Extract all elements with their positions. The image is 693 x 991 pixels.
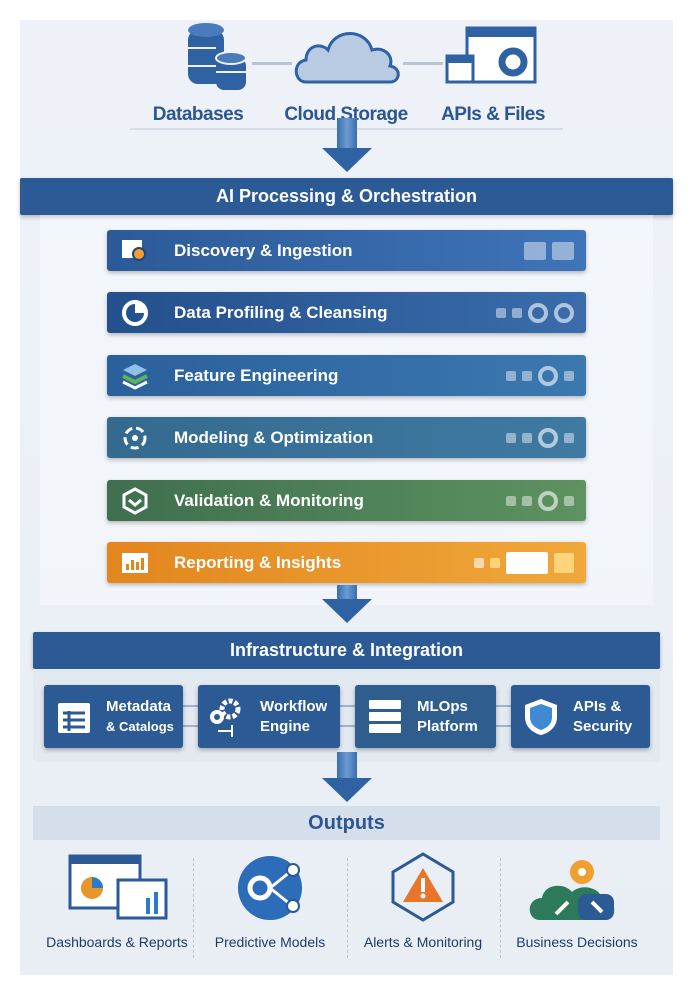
step-label: Data Profiling & Cleansing <box>174 303 388 322</box>
source-label: APIs & Files <box>441 104 545 125</box>
infra-apis-security: APIs & Security <box>511 685 650 748</box>
processing-area <box>40 215 653 605</box>
output-label: Predictive Models <box>214 934 326 950</box>
search-document-icon <box>122 240 146 261</box>
infra-label-line1: Metadata <box>106 698 172 715</box>
network-decoration <box>506 363 574 388</box>
dashboard-icon <box>68 854 168 920</box>
flow-arrow <box>322 752 372 802</box>
infra-label-line2: Security <box>573 718 633 735</box>
infra-label-line1: Workflow <box>260 698 328 715</box>
pie-chart-icon <box>122 300 148 326</box>
chevrons-decoration <box>524 238 574 263</box>
connector-line <box>180 705 520 707</box>
step-label: Reporting & Insights <box>174 553 342 572</box>
shield-icon <box>525 699 557 735</box>
step-validation-monitoring: Validation & Monitoring <box>107 480 586 521</box>
magnifier-decoration <box>506 488 574 513</box>
step-label: Validation & Monitoring <box>174 491 364 510</box>
chart-decoration <box>474 550 574 575</box>
layers-icon <box>122 364 148 390</box>
output-business-decisions: Business Decisions <box>502 850 652 950</box>
database-icon <box>188 23 247 90</box>
step-modeling-optimization: Modeling & Optimization <box>107 417 586 458</box>
gears-decoration <box>506 425 574 450</box>
infrastructure-header: Infrastructure & Integration <box>33 632 660 669</box>
source-databases: Databases <box>128 20 268 125</box>
cloud-icon <box>294 32 400 84</box>
infra-label-line1: APIs & <box>573 698 622 715</box>
connector-line <box>252 62 292 65</box>
cycle-icon <box>123 426 147 450</box>
step-label: Feature Engineering <box>174 366 339 385</box>
divider <box>347 858 348 958</box>
flow-arrow <box>322 118 372 172</box>
infra-metadata-catalogs: Metadata & Catalogs <box>44 685 183 748</box>
output-label: Alerts & Monitoring <box>363 934 483 950</box>
server-icon <box>369 700 401 733</box>
source-cloud-storage: Cloud Storage <box>276 20 416 125</box>
output-label: Business Decisions <box>516 934 638 950</box>
folder-table-icon <box>58 703 90 733</box>
infra-label-line2: Platform <box>417 718 478 735</box>
predictive-model-icon <box>238 856 302 920</box>
output-alerts-monitoring: Alerts & Monitoring <box>348 850 498 950</box>
step-data-profiling: Data Profiling & Cleansing <box>107 292 586 333</box>
output-predictive-models: Predictive Models <box>195 850 345 950</box>
step-label: Modeling & Optimization <box>174 428 374 447</box>
infra-label-line2: & Catalogs <box>106 719 174 734</box>
gear-workflow-icon <box>210 698 241 737</box>
processing-header: AI Processing & Orchestration <box>20 178 673 215</box>
step-discovery-ingestion: Discovery & Ingestion <box>107 230 586 271</box>
connector-line <box>180 725 520 727</box>
alert-icon <box>391 852 455 922</box>
source-label: Cloud Storage <box>284 104 408 125</box>
gears-decoration <box>496 300 574 325</box>
api-window-icon <box>445 26 537 84</box>
outputs-header: Outputs <box>33 806 660 840</box>
bar-chart-icon <box>122 553 148 573</box>
source-apis-files: APIs & Files <box>423 20 563 125</box>
divider <box>500 858 501 958</box>
infra-label-line2: Engine <box>260 718 311 735</box>
connector-line <box>403 62 443 65</box>
flow-arrow <box>322 585 372 623</box>
output-dashboards-reports: Dashboards & Reports <box>42 850 192 950</box>
infra-label-line1: MLOps <box>417 698 468 715</box>
source-label: Databases <box>152 104 244 125</box>
output-label: Dashboards & Reports <box>46 934 188 950</box>
step-label: Discovery & Ingestion <box>174 241 353 260</box>
shield-check-icon <box>122 487 148 515</box>
divider <box>193 858 194 958</box>
step-feature-engineering: Feature Engineering <box>107 355 586 396</box>
business-decision-icon <box>529 860 615 920</box>
step-reporting-insights: Reporting & Insights <box>107 542 586 583</box>
